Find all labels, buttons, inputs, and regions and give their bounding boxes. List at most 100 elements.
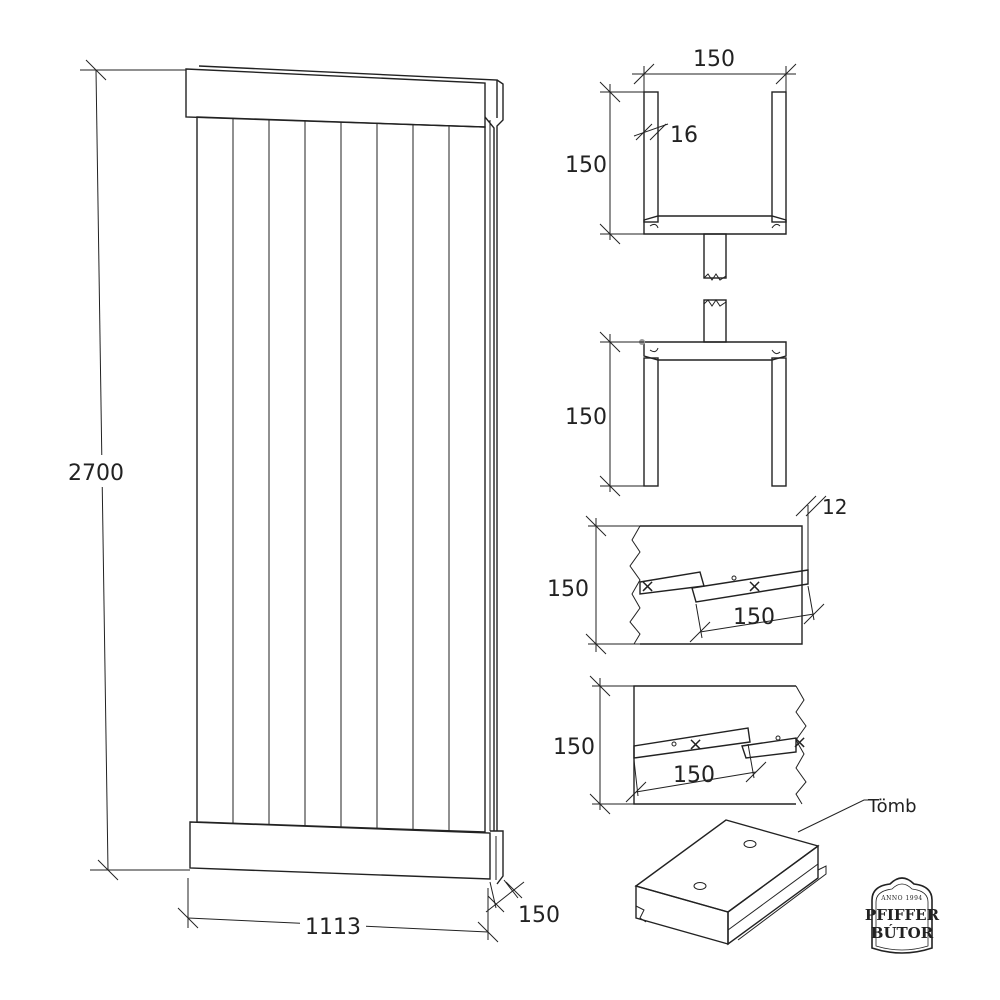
joint-left-height-label-bg [546,574,590,600]
section-bottom-groove [649,347,781,355]
panel-board-joints [232,118,450,831]
joint-left-height-label: 150 [547,577,589,602]
depth-dimension-line [485,881,525,913]
joint-left-overlap-line [699,613,815,633]
joint-left-gap-tick-b [805,495,827,517]
section-top-width-tick-right [775,63,797,85]
section-top-groove [649,223,781,229]
logo-line1: PFIFFER [865,906,940,924]
block-bottom-lip [737,865,827,941]
section-top-wall-line [633,123,669,137]
joint-right-hole-a [671,741,677,747]
section-bottom-height-label: 150 [565,405,607,430]
joint-left-overlap-tick-b [803,603,825,625]
logo-line2: BÚTOR [871,924,934,942]
joint-left-detail: × × 12 150 150 [546,495,847,655]
joint-left-height-tick-bottom [585,633,607,655]
section-top-width-label: 150 [693,47,735,72]
section-top-height-label: 150 [565,153,607,178]
joint-right-lap-board-b [741,737,797,759]
joint-left-nail-b: × [747,576,762,597]
joint-left-height-tick-top [585,515,607,537]
logo-top-text: ANNO 1994 [880,895,922,902]
joint-right-overlap-tick-a [625,781,647,803]
height-label-bg [62,455,132,487]
width-tick-left [177,907,199,929]
depth-tick-back [505,881,523,899]
block-hole-back [743,840,757,848]
section-top-break-line [703,273,727,281]
section-bottom-right-wall [771,357,787,487]
joint-right-nail-a: × [688,734,703,755]
section-bottom-height-tick-bottom [599,475,621,497]
block-side-face [727,844,819,946]
panel-top-depth-edge [198,65,498,118]
block-side-groove [727,863,819,931]
joint-right-overlap-label: 150 [673,763,715,788]
section-top-height-tick-top [599,81,621,103]
joint-left-overlap-tick-a [689,621,711,643]
panel-elevation: 2700 1113 150 [62,59,560,943]
joint-left-outline [640,525,803,645]
panel-bottom-rail-profile [490,830,504,885]
section-top-wall-tick-inner [649,123,667,141]
panel-side-edge [484,116,495,831]
section-bottom: 150 [565,299,787,497]
pfiffer-logo: ANNO 1994 PFIFFER BÚTOR [865,877,940,954]
section-bottom-break-line [703,299,727,307]
joint-left-break-line [629,525,641,645]
section-bottom-board-stub [703,299,727,343]
block-label: Tömb [867,796,917,817]
joint-right-height-label-bg [552,732,596,758]
section-top-board-stub [703,233,727,279]
block-isometric: Tömb [634,796,917,946]
logo-shield [871,877,933,954]
section-bottom-height-tick-top [599,331,621,353]
block-leader-line [797,799,870,833]
section-top: 150 150 16 [565,47,797,281]
width-label-bg [300,912,366,938]
section-top-left-wall [643,91,659,223]
section-bottom-left-wall [643,357,659,487]
height-tick-top [85,59,107,81]
joint-left-nail-a: × [640,576,655,597]
section-top-height-tick-bottom [599,223,621,245]
joint-right-hole-b [775,735,781,741]
panel-bottom-rail [189,821,491,880]
joint-left-gap-label: 12 [822,495,847,519]
height-tick-bottom [97,859,119,881]
block-front-groove [635,905,647,923]
width-label: 1113 [305,915,361,940]
panel-board-area [196,116,486,833]
depth-tick-front [487,895,505,913]
joint-right-detail: × × 150 150 [552,675,807,815]
section-top-height-label-bg [565,150,609,176]
joint-left-gap-tick-a [795,495,817,517]
joint-right-nail-b: × [792,732,807,753]
width-tick-right [477,921,499,943]
joint-right-height-tick-bottom [589,793,611,815]
joint-left-overlap-label: 150 [733,605,775,630]
section-top-wall-label: 16 [670,123,698,148]
joint-left-lap-board-b [691,569,809,603]
logo-shield-inner [875,883,929,951]
joint-right-overlap-line [635,771,757,793]
section-top-bottom-plate [643,215,787,235]
section-top-width-tick-left [633,63,655,85]
joint-right-height-tick-top [589,675,611,697]
block-hole-front [693,882,707,890]
section-bottom-top-plate [643,341,787,361]
block-front-face [635,885,729,945]
joint-left-hole [731,575,737,581]
section-top-wall-tick-outer [635,123,653,141]
section-bottom-height-label-bg [565,402,609,428]
section-top-right-wall [771,91,787,223]
joint-right-break-line [795,685,807,805]
joint-right-outline [633,685,796,805]
depth-extension-front [489,881,497,909]
joint-right-height-label: 150 [553,735,595,760]
panel-top-rail-profile [496,79,504,831]
joint-right-lap-board-a [633,727,751,759]
joint-right-overlap-tick-b [745,761,767,783]
